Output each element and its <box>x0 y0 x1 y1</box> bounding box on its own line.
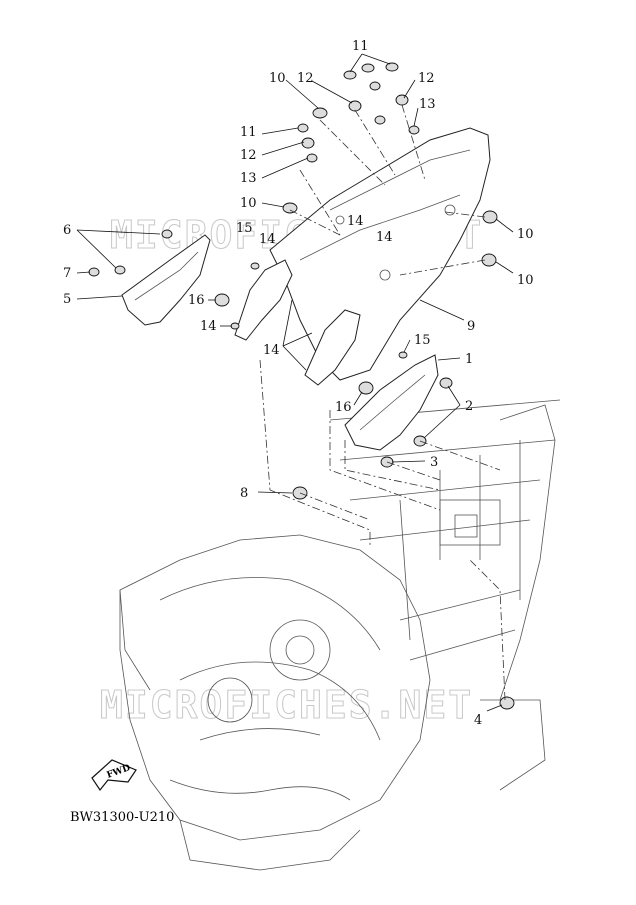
callout-10: 10 <box>240 196 257 211</box>
callout-12: 12 <box>418 71 435 86</box>
callout-11: 11 <box>240 125 257 140</box>
callout-8: 8 <box>240 486 248 501</box>
side-bracket-left <box>234 259 293 341</box>
callout-14: 14 <box>263 343 280 358</box>
callout-10: 10 <box>269 71 286 86</box>
callout-12: 12 <box>297 71 314 86</box>
tail-bracket <box>304 309 361 386</box>
diagram-code: BW31300-U210 <box>70 810 174 825</box>
callout-1: 1 <box>465 352 473 367</box>
callout-7: 7 <box>63 266 71 281</box>
callout-3: 3 <box>430 455 438 470</box>
callout-11: 11 <box>352 39 369 54</box>
callout-2: 2 <box>465 399 473 414</box>
assembly-lines <box>259 104 506 701</box>
side-cover-right <box>344 354 439 451</box>
callout-14: 14 <box>376 230 393 245</box>
callout-9: 9 <box>467 319 475 334</box>
callout-14: 14 <box>259 232 276 247</box>
hardware-parts <box>88 62 515 710</box>
callout-13: 13 <box>240 171 257 186</box>
callout-13: 13 <box>419 97 436 112</box>
callout-6: 6 <box>63 223 71 238</box>
callout-15: 15 <box>236 221 253 236</box>
watermark-bottom: MICROFICHES.NET <box>100 683 473 727</box>
engine-outline <box>119 534 431 871</box>
callout-4: 4 <box>474 713 482 728</box>
callout-12: 12 <box>240 148 257 163</box>
callout-14: 14 <box>200 319 217 334</box>
callout-10: 10 <box>517 227 534 242</box>
seat <box>269 127 491 381</box>
callout-14: 14 <box>347 214 364 229</box>
callout-5: 5 <box>63 292 71 307</box>
motorcycle-frame <box>329 399 561 791</box>
callout-15: 15 <box>414 333 431 348</box>
fwd-arrow-icon: FWD <box>91 759 137 792</box>
callout-10: 10 <box>517 273 534 288</box>
callout-16: 16 <box>188 293 205 308</box>
callout-16: 16 <box>335 400 352 415</box>
side-cover-left <box>121 234 211 326</box>
leader-lines <box>76 53 514 712</box>
